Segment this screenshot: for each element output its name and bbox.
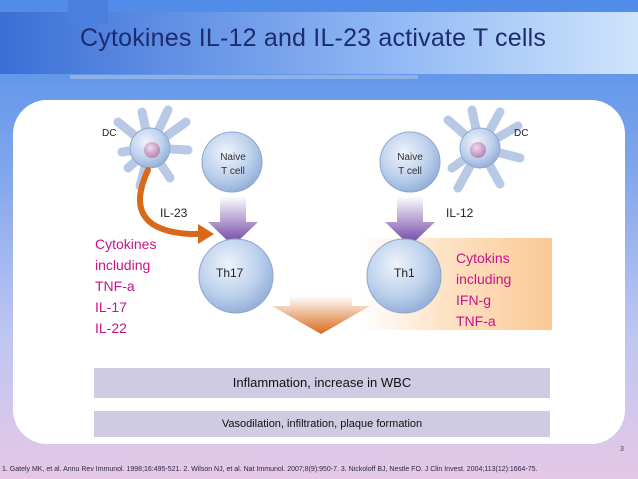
naive-left-line2: T cell (221, 166, 245, 177)
naive-right-label: Naive T cell (395, 151, 425, 179)
naive-t-cell-right (379, 131, 441, 193)
right-list-item: IFN-g (456, 292, 491, 308)
right-cytokine-list: Cytokins including IFN-g TNF-a (456, 248, 511, 332)
il12-label: IL-12 (446, 206, 474, 220)
inflammation-box: Inflammation, increase in WBC (94, 368, 550, 398)
il23-arrow (137, 167, 214, 244)
th1-label: Th1 (394, 266, 415, 280)
left-cytokine-list: Cytokines including TNF-a IL-17 IL-22 (95, 234, 156, 339)
th17-cell (198, 238, 274, 314)
right-list-item: Cytokins (456, 250, 510, 266)
il23-label: IL-23 (160, 206, 188, 220)
naive-t-cell-left (201, 131, 263, 193)
differentiation-arrow-right (385, 196, 435, 246)
dc-left-label: DC (102, 128, 117, 139)
dc-right-label: DC (514, 128, 529, 139)
left-list-item: IL-22 (95, 320, 127, 336)
naive-left-line1: Naive (220, 152, 246, 163)
title-accent (68, 0, 108, 24)
outcome-arrow (272, 296, 370, 334)
title-underline (70, 75, 418, 79)
th17-label: Th17 (216, 266, 244, 280)
page-number: 3 (620, 446, 624, 453)
left-list-item: IL-17 (95, 299, 127, 315)
dendritic-cell-left (113, 105, 193, 191)
slide-title: Cytokines IL-12 and IL-23 activate T cel… (80, 24, 547, 52)
naive-right-line2: T cell (398, 166, 422, 177)
references: 1. Gately MK, et al. Annu Rev Immunol. 1… (2, 466, 538, 473)
right-list-item: TNF-a (456, 313, 496, 329)
th1-cell (366, 238, 442, 314)
differentiation-arrow-left (208, 196, 258, 246)
right-list-item: including (456, 271, 512, 287)
naive-left-label: Naive T cell (218, 151, 248, 179)
left-list-item: TNF-a (95, 278, 135, 294)
naive-right-line1: Naive (397, 152, 423, 163)
dendritic-cell-right (443, 105, 525, 193)
vasodilation-box: Vasodilation, infiltration, plaque forma… (94, 411, 550, 437)
left-list-item: Cytokines (95, 236, 157, 252)
left-list-item: including (95, 257, 151, 273)
